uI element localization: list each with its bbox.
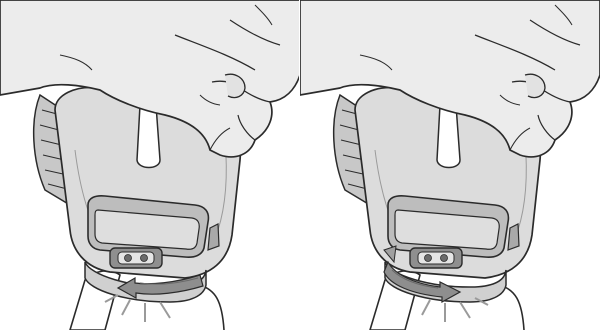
panel-right (300, 0, 600, 330)
panel-right-drawing (300, 0, 600, 330)
panel-left-drawing (0, 0, 300, 330)
panel-left (0, 0, 300, 330)
